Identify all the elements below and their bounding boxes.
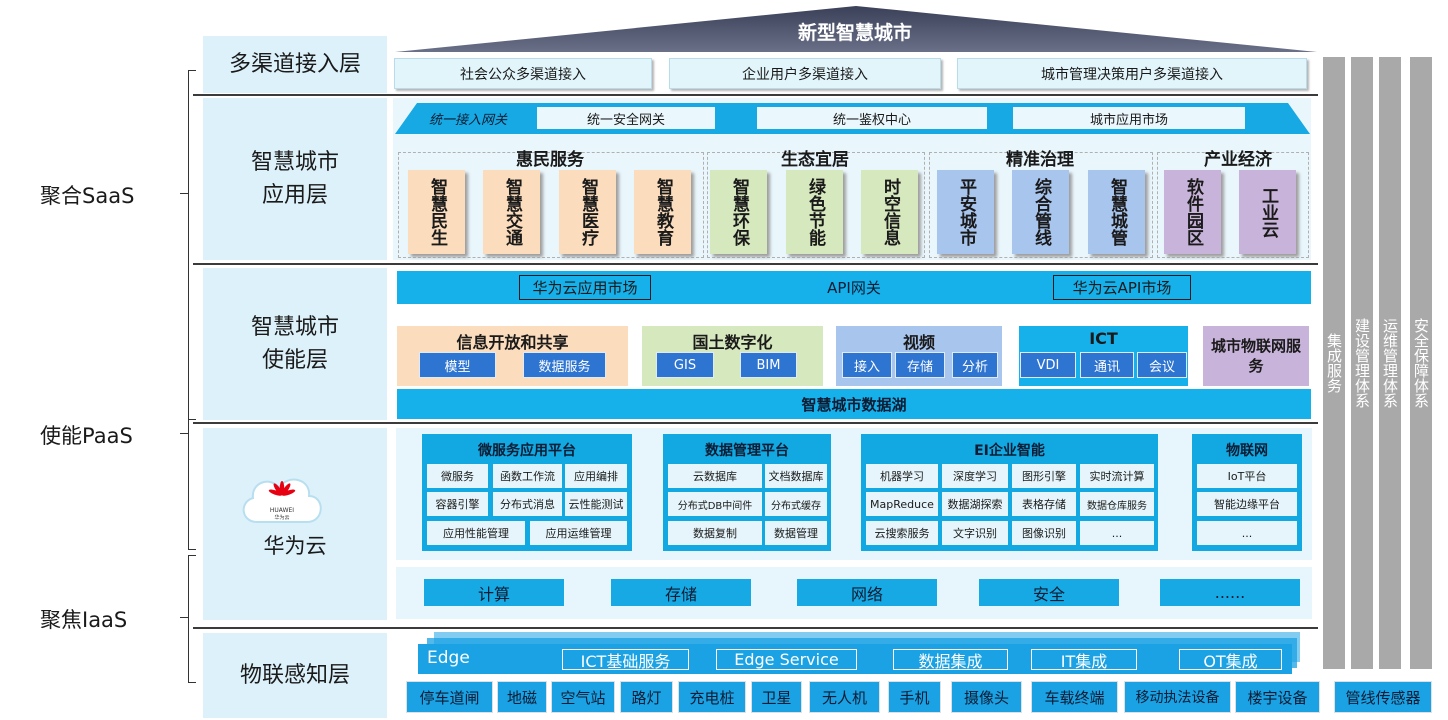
group-industry bbox=[1157, 152, 1309, 258]
svg-text:华为云: 华为云 bbox=[274, 514, 289, 521]
channel-management: 城市管理决策用户多渠道接入 bbox=[957, 58, 1307, 89]
group-title-benefit: 惠民服务 bbox=[516, 149, 584, 170]
layer-access: 多渠道接入层 bbox=[203, 36, 387, 93]
iaas-storage: 存储 bbox=[611, 579, 751, 606]
box-land-digital: 国土数字化 GIS BIM bbox=[642, 326, 823, 386]
box-video: 视频 接入 存储 分析 bbox=[836, 326, 1002, 386]
iaas-security: 安全 bbox=[979, 579, 1119, 606]
api-gateway-label: API网关 bbox=[827, 279, 881, 297]
app-card-software-park: 软件园区 bbox=[1164, 170, 1221, 254]
layer-enable: 智慧城市 使能层 bbox=[203, 268, 387, 420]
layer-iot: 物联感知层 bbox=[203, 633, 387, 718]
video-access: 接入 bbox=[842, 352, 892, 378]
title-roof bbox=[395, 6, 1317, 52]
channel-public: 社会公众多渠道接入 bbox=[394, 58, 652, 89]
app-card-industrial-cloud: 工业云 bbox=[1239, 170, 1296, 254]
iaas-label: 聚焦IaaS bbox=[40, 608, 128, 632]
edge-data-integration: 数据集成 bbox=[893, 649, 1008, 671]
channel-enterprise: 企业用户多渠道接入 bbox=[669, 58, 941, 89]
platform-ei: EI企业智能 机器学习 深度学习 图形引擎 实时流计算 MapReduce 数据… bbox=[861, 434, 1158, 551]
page-title: 新型智慧城市 bbox=[797, 21, 912, 44]
bar-operation-mgmt: 运维管理体系 bbox=[1379, 57, 1401, 669]
app-card-city-mgmt: 智慧城管 bbox=[1088, 170, 1145, 254]
edge-ict-basic: ICT基础服务 bbox=[562, 649, 689, 671]
huawei-cloud-logo: HUAWEI 华为云 bbox=[242, 478, 322, 523]
device-drone: 无人机 bbox=[809, 681, 880, 713]
saas-label: 聚合SaaS bbox=[40, 184, 135, 208]
edge-service: Edge Service bbox=[716, 649, 857, 670]
group-ecology bbox=[707, 152, 925, 258]
app-card-energy: 绿色节能 bbox=[786, 170, 843, 254]
platform-iot: 物联网 IoT平台 智能边缘平台 ... bbox=[1192, 434, 1302, 551]
edge-it-integration: IT集成 bbox=[1031, 649, 1137, 671]
api-bar: API网关 bbox=[397, 271, 1311, 304]
device-building: 楼宇设备 bbox=[1235, 681, 1320, 713]
huawei-cloud-app-market: 华为云应用市场 bbox=[519, 275, 651, 300]
app-card-environment: 智慧环保 bbox=[710, 170, 767, 254]
platform-data-management: 数据管理平台 云数据库 文档数据库 分布式DB中间件 分布式缓存 数据复制 数据… bbox=[663, 434, 831, 551]
app-card-medical: 智慧医疗 bbox=[559, 170, 616, 254]
app-card-livelihood: 智慧民生 bbox=[408, 170, 465, 254]
iaas-compute: 计算 bbox=[424, 579, 564, 606]
iaas-more: ...... bbox=[1160, 579, 1300, 606]
device-satellite: 卫星 bbox=[751, 681, 802, 713]
app-card-safe-city: 平安城市 bbox=[937, 170, 994, 254]
saas-bracket bbox=[188, 70, 196, 420]
device-camera: 摄像头 bbox=[951, 681, 1022, 713]
ict-communication: 通讯 bbox=[1080, 352, 1134, 378]
video-storage: 存储 bbox=[895, 352, 945, 378]
device-charging-pile: 充电桩 bbox=[678, 681, 746, 713]
edge-ot-integration: OT集成 bbox=[1179, 649, 1282, 671]
info-model: 模型 bbox=[419, 352, 496, 378]
device-phone: 手机 bbox=[888, 681, 941, 713]
bar-construction-mgmt: 建设管理体系 bbox=[1351, 57, 1373, 669]
device-vehicle-terminal: 车载终端 bbox=[1031, 681, 1118, 713]
platform-microservice: 微服务应用平台 微服务 函数工作流 应用编排 容器引擎 分布式消息 云性能测试 … bbox=[422, 434, 632, 551]
ict-meeting: 会议 bbox=[1137, 352, 1187, 378]
paas-label: 使能PaaS bbox=[40, 424, 133, 448]
group-title-industry: 产业经济 bbox=[1204, 149, 1272, 170]
box-ict: ICT VDI 通讯 会议 bbox=[1019, 326, 1188, 386]
group-title-ecology: 生态宜居 bbox=[781, 149, 849, 170]
device-geomagnetic: 地磁 bbox=[497, 681, 547, 713]
gateway-app-market: 城市应用市场 bbox=[1013, 107, 1245, 129]
device-barrier-gate: 停车道闸 bbox=[406, 681, 493, 713]
group-benefit bbox=[398, 152, 704, 258]
box-city-iot-service: 城市物联网服务 bbox=[1203, 326, 1309, 386]
bar-security-assurance: 安全保障体系 bbox=[1410, 57, 1432, 669]
app-card-spatial: 时空信息 bbox=[861, 170, 918, 254]
ict-vdi: VDI bbox=[1020, 352, 1076, 378]
device-law-enforcement: 移动执法设备 bbox=[1124, 681, 1231, 713]
iaas-network: 网络 bbox=[797, 579, 937, 606]
video-analysis: 分析 bbox=[952, 352, 998, 378]
info-data-service: 数据服务 bbox=[523, 352, 606, 378]
device-pipeline-sensor: 管线传感器 bbox=[1334, 681, 1432, 713]
cloud-layer-label: 华为云 bbox=[263, 534, 327, 559]
app-card-education: 智慧教育 bbox=[634, 170, 691, 254]
group-title-governance: 精准治理 bbox=[1006, 149, 1074, 170]
unified-access-gateway: 统一接入网关 bbox=[428, 112, 507, 128]
edge-label: Edge bbox=[427, 648, 470, 668]
city-data-lake: 智慧城市数据湖 bbox=[397, 389, 1311, 419]
land-bim: BIM bbox=[740, 352, 797, 378]
paas-bracket bbox=[188, 318, 196, 550]
layer-cloud: HUAWEI 华为云 华为云 bbox=[203, 428, 387, 620]
huawei-cloud-api-market: 华为云API市场 bbox=[1053, 275, 1191, 300]
svg-text:HUAWEI: HUAWEI bbox=[270, 507, 294, 514]
app-card-pipelines: 综合管线 bbox=[1012, 170, 1069, 254]
app-card-traffic: 智慧交通 bbox=[483, 170, 540, 254]
land-gis: GIS bbox=[656, 352, 714, 378]
gateway-auth: 统一鉴权中心 bbox=[757, 107, 987, 129]
box-info-sharing: 信息开放和共享 模型 数据服务 bbox=[397, 326, 628, 386]
device-air-station: 空气站 bbox=[551, 681, 615, 713]
bar-integration-service: 集成服务 bbox=[1323, 57, 1345, 669]
gateway-security: 统一安全网关 bbox=[537, 107, 715, 129]
group-governance bbox=[929, 152, 1153, 258]
device-street-lamp: 路灯 bbox=[620, 681, 673, 713]
iaas-bracket bbox=[188, 555, 196, 683]
layer-app: 智慧城市 应用层 bbox=[203, 98, 387, 260]
